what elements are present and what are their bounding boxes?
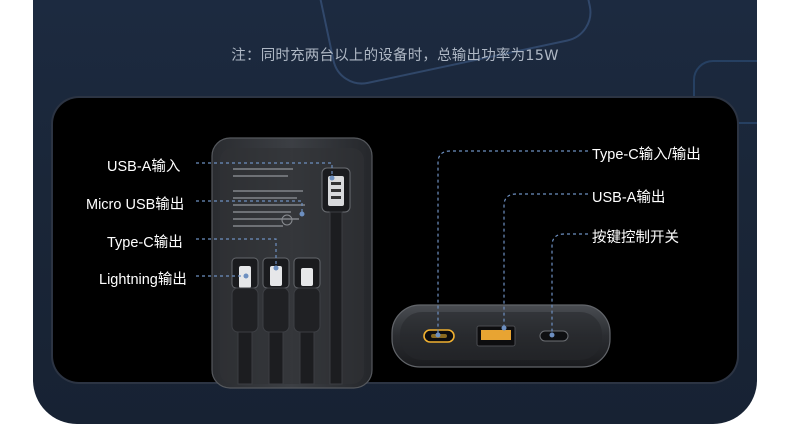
power-bank-side: [391, 304, 611, 368]
leader-lines-right: [437, 150, 588, 333]
label-usb-a-output: USB-A输出: [592, 190, 666, 206]
leader-dots-right: [435, 325, 555, 338]
label-lightning-output: Lightning输出: [99, 272, 187, 288]
label-usb-a-input: USB-A输入: [107, 159, 181, 175]
label-type-c-output: Type-C输出: [107, 235, 183, 251]
label-type-c-input-output: Type-C输入/输出: [592, 147, 701, 163]
label-micro-usb-output: Micro USB输出: [86, 197, 185, 213]
leader-lines-left: [196, 162, 333, 277]
leader-dots-left: [243, 175, 335, 279]
power-note: 注：同时充两台以上的设备时，总输出功率为15W: [231, 48, 559, 64]
label-power-button: 按键控制开关: [592, 230, 679, 246]
power-bank-front: [211, 137, 373, 389]
